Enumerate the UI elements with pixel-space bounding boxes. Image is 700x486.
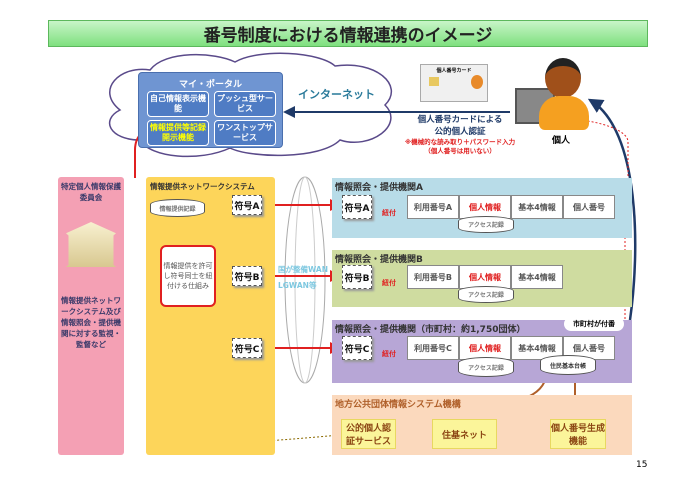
resident-registry-db: 住民基本台帳 <box>540 355 596 375</box>
org-a-panel: 情報照会・提供機関A 符号A 紐付 利用番号A 個人情報 基本4情報 個人番号 … <box>332 178 632 238</box>
portal-one-stop[interactable]: ワンストップサービス <box>214 120 276 146</box>
chip-icon <box>429 77 439 86</box>
number-generation: 個人番号生成機能 <box>550 419 606 449</box>
auth-line2: 公的個人認証 <box>434 127 486 137</box>
portal-title: マイ・ポータル <box>178 80 242 90</box>
portal-record-disclosure[interactable]: 情報提供等記録開示機能 <box>147 120 209 146</box>
linking-mechanism: 情報提供を許可し符号同士を紐付ける仕組み <box>160 245 216 307</box>
org-c-personal-info: 個人情報 <box>459 336 511 360</box>
portal-push-service[interactable]: プッシュ型サービス <box>214 91 276 117</box>
org-b-basic-info: 基本4情報 <box>511 265 563 289</box>
person-icon <box>515 58 595 133</box>
org-a-personal-number: 個人番号 <box>563 195 615 219</box>
public-auth-service: 公的個人認証サービス <box>341 419 396 449</box>
portal-self-info[interactable]: 自己情報表示機能 <box>147 91 209 117</box>
my-portal[interactable]: マイ・ポータル 自己情報表示機能 プッシュ型サービス 情報提供等記録開示機能 ワ… <box>138 72 283 148</box>
org-a-code: 符号A <box>342 195 372 219</box>
org-b-panel: 情報照会・提供機関B 符号B 紐付 利用番号B 個人情報 基本4情報 アクセス記… <box>332 250 632 307</box>
org-c-basic-info: 基本4情報 <box>511 336 563 360</box>
network-code-c: 符号C <box>232 338 262 358</box>
org-a-usage-number: 利用番号A <box>407 195 459 219</box>
org-c-code: 符号C <box>342 336 372 360</box>
provision-record-db: 情報提供記録 <box>150 199 205 217</box>
org-b-access-db: アクセス記録 <box>458 286 514 303</box>
person-label: 個人 <box>552 136 571 146</box>
auth-line1: 個人番号カードによる <box>417 115 503 125</box>
photo-icon <box>471 75 483 89</box>
committee-title: 特定個人情報保護委員会 <box>61 182 121 202</box>
id-card-image: 個人番号カード <box>420 64 488 102</box>
org-a-title: 情報照会・提供機関A <box>335 183 423 193</box>
auth-note1: ※機械的な読み取り＋パスワード入力 <box>404 138 516 146</box>
committee-panel: 特定個人情報保護委員会 情報提供ネットワークシステム及び情報照会・提供機関に対す… <box>58 177 124 455</box>
org-c-usage-number: 利用番号C <box>407 336 459 360</box>
wan-label: 国が整備WAN LGWAN等 <box>278 262 328 294</box>
org-a-personal-info: 個人情報 <box>459 195 511 219</box>
jlis-panel: 地方公共団体情報システム機構 公的個人認証サービス 住基ネット 個人番号生成機能 <box>332 395 632 455</box>
network-code-a: 符号A <box>232 195 262 215</box>
page-title: 番号制度における情報連携のイメージ <box>48 20 648 47</box>
wan-line2: LGWAN等 <box>278 281 317 290</box>
network-title: 情報提供ネットワークシステム <box>150 182 255 191</box>
org-b-usage-number: 利用番号B <box>407 265 459 289</box>
network-code-b: 符号B <box>232 266 262 286</box>
org-b-code: 符号B <box>342 265 372 289</box>
org-b-title: 情報照会・提供機関B <box>335 255 423 265</box>
card-label: 個人番号カード <box>436 68 472 74</box>
internet-label: インターネット <box>298 88 375 101</box>
municipal-numbering-badge: 市町村が付番 <box>564 317 624 331</box>
org-c-access-db: アクセス記録 <box>458 357 514 377</box>
juki-net: 住基ネット <box>432 419 497 449</box>
org-a-basic-info: 基本4情報 <box>511 195 563 219</box>
jlis-title: 地方公共団体情報システム機構 <box>335 400 461 410</box>
org-c-panel: 情報照会・提供機関（市町村：約1,750団体） 市町村が付番 符号C 紐付 利用… <box>332 317 632 383</box>
org-a-link-label: 紐付 <box>382 209 396 217</box>
org-c-link-label: 紐付 <box>382 350 396 358</box>
org-b-link-label: 紐付 <box>382 279 396 287</box>
building-icon <box>66 222 116 267</box>
org-a-access-db: アクセス記録 <box>458 216 514 233</box>
committee-desc: 情報提供ネットワークシステム及び情報照会・提供機関に対する監視・監督など <box>61 296 121 349</box>
network-system-panel: 情報提供ネットワークシステム 情報提供記録 情報提供を許可し符号同士を紐付ける仕… <box>146 177 275 455</box>
org-c-title: 情報照会・提供機関（市町村：約1,750団体） <box>335 325 526 335</box>
auth-text: 個人番号カードによる 公的個人認証 ※機械的な読み取り＋パスワード入力 （個人番… <box>400 114 520 156</box>
page-number: 15 <box>636 460 648 470</box>
wan-line1: 国が整備WAN <box>278 265 329 274</box>
auth-note2: （個人番号は用いない） <box>424 147 496 155</box>
